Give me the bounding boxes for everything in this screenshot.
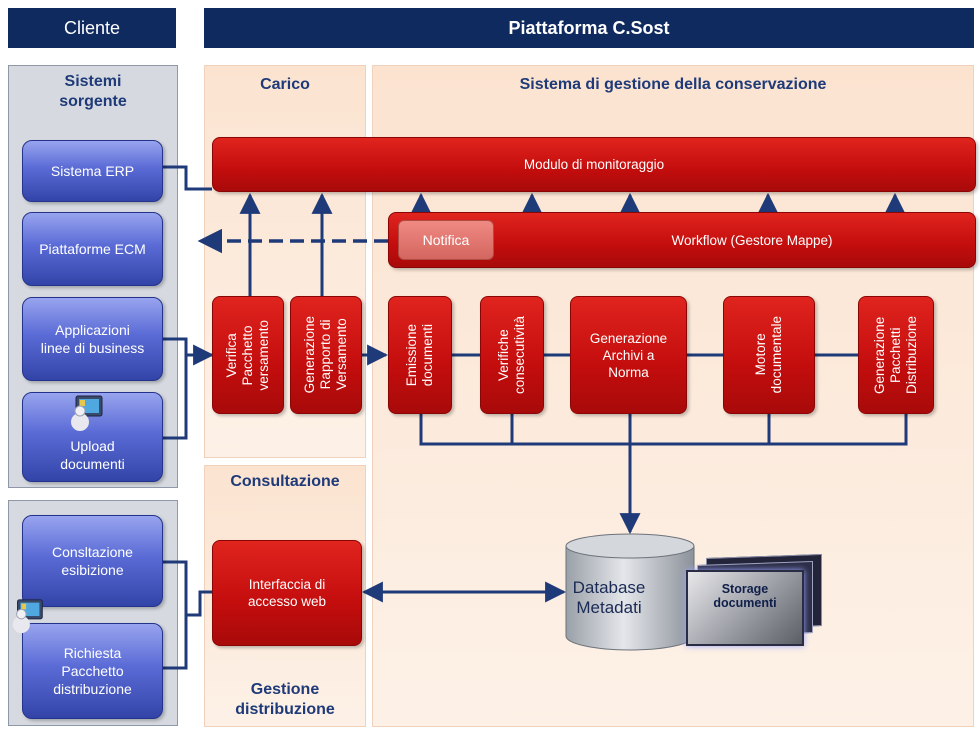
client-header: Cliente — [8, 8, 176, 48]
verify-package-box[interactable]: Verifica Pacchetto versamento — [212, 296, 284, 414]
notification-label: Notifica — [422, 232, 470, 248]
source-systems-title: Sistemi sorgente — [59, 73, 127, 110]
distribution-title: Gestione distribuzione — [235, 681, 335, 718]
upload-documents-label: Upload documenti — [60, 438, 125, 472]
document-engine-box[interactable]: Motore documentale — [723, 296, 815, 414]
request-package-label: Richiesta Pacchetto distribuzione — [53, 645, 132, 697]
storage-documents-label: Storage documenti — [713, 582, 777, 610]
monitoring-module-label: Modulo di monitoraggio — [523, 157, 665, 172]
erp-system-box[interactable]: Sistema ERP — [22, 140, 163, 202]
storage-documents-box[interactable]: Storage documenti — [686, 570, 804, 646]
computer-user-icon — [71, 395, 103, 431]
request-package-box[interactable]: Richiesta Pacchetto distribuzione — [22, 623, 163, 719]
generate-archives-label: Generazione Archivi a Norma — [589, 330, 668, 380]
erp-system-label: Sistema ERP — [50, 163, 135, 179]
business-apps-label: Applicazioni linee di business — [40, 322, 145, 356]
verify-package-label: Verifica Pacchetto versamento — [224, 319, 271, 391]
consultation-title: Consultazione — [230, 473, 340, 490]
workflow-label: Workflow (Gestore Mappe) — [671, 232, 833, 248]
consultation-display-label: Consltazione esibizione — [52, 544, 133, 578]
web-interface-box[interactable]: Interfaccia di accesso web — [212, 540, 362, 646]
emission-label: Emissione documenti — [404, 323, 435, 387]
ecm-platforms-label: Piattaforme ECM — [39, 241, 146, 257]
consecutive-checks-label: Verifiche consecutività — [496, 315, 527, 395]
conservation-title: Sistema di gestione della conservazione — [519, 76, 827, 93]
database-label: Database Metadati — [572, 578, 646, 617]
monitoring-module-box[interactable]: Modulo di monitoraggio — [212, 137, 976, 192]
load-title: Carico — [260, 76, 310, 93]
platform-header: Piattaforma C.Sost — [204, 8, 974, 48]
generate-report-box[interactable]: Generazione Rapporto di Versamento — [290, 296, 362, 414]
ecm-platforms-box[interactable]: Piattaforme ECM — [22, 212, 163, 286]
consecutive-checks-box[interactable]: Verifiche consecutività — [480, 296, 544, 414]
generate-packages-label: Generazione Pacchetti Distribuzione — [872, 315, 919, 395]
emission-box[interactable]: Emissione documenti — [388, 296, 452, 414]
generate-archives-box[interactable]: Generazione Archivi a Norma — [570, 296, 687, 414]
computer-user-icon — [12, 599, 43, 634]
generate-packages-box[interactable]: Generazione Pacchetti Distribuzione — [858, 296, 934, 414]
business-apps-box[interactable]: Applicazioni linee di business — [22, 297, 163, 381]
document-engine-label: Motore documentale — [753, 316, 784, 394]
consultation-display-box[interactable]: Consltazione esibizione — [22, 515, 163, 607]
generate-report-label: Generazione Rapporto di Versamento — [302, 316, 349, 394]
notification-box[interactable]: Notifica — [398, 220, 494, 260]
web-interface-label: Interfaccia di accesso web — [247, 577, 327, 609]
database-cylinder-icon — [565, 533, 695, 651]
